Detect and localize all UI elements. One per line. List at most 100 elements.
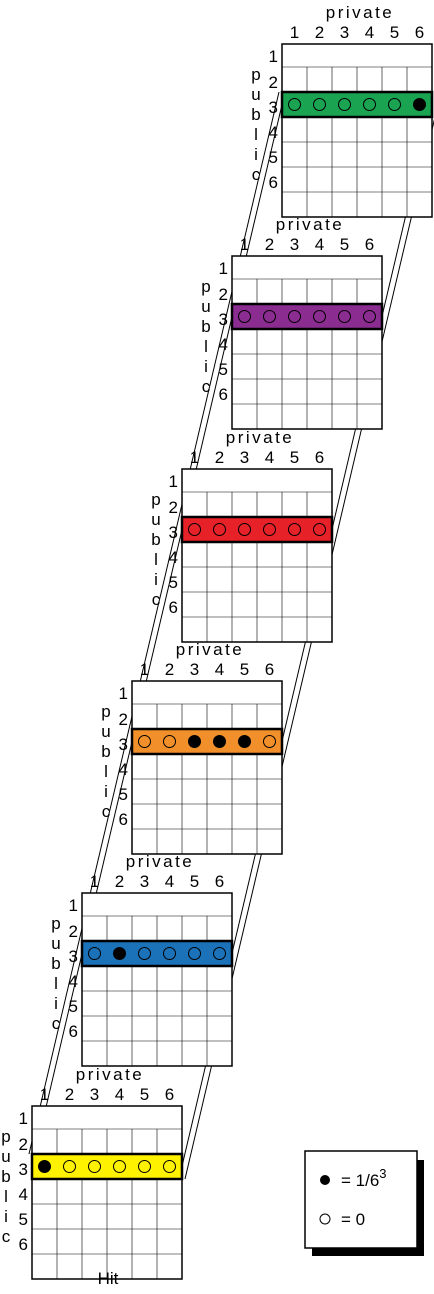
column-label: 1 bbox=[190, 448, 199, 467]
row-label: 2 bbox=[269, 73, 278, 92]
empty-dot bbox=[263, 523, 276, 536]
row-label: 1 bbox=[69, 896, 78, 915]
column-label: 5 bbox=[240, 660, 249, 679]
row-title-letter: c bbox=[252, 165, 261, 184]
column-title: private bbox=[226, 428, 295, 447]
filled-dot bbox=[38, 1160, 51, 1173]
empty-dot bbox=[138, 947, 151, 960]
column-label: 5 bbox=[340, 235, 349, 254]
column-label: 3 bbox=[140, 872, 149, 891]
column-label: 4 bbox=[165, 872, 174, 891]
row-label: 5 bbox=[269, 148, 278, 167]
row-label: 3 bbox=[219, 310, 228, 329]
highlight-row-band bbox=[30, 1152, 184, 1181]
column-label: 6 bbox=[165, 1085, 174, 1104]
column-label: 4 bbox=[265, 448, 274, 467]
row-title-letter: u bbox=[1, 1147, 10, 1166]
row-label: 5 bbox=[169, 573, 178, 592]
column-label: 4 bbox=[315, 235, 324, 254]
empty-dot bbox=[338, 310, 351, 323]
empty-dot bbox=[238, 523, 251, 536]
row-label: 5 bbox=[119, 785, 128, 804]
column-label: 3 bbox=[90, 1085, 99, 1104]
empty-dot bbox=[313, 523, 326, 536]
legend-empty-label: = 0 bbox=[341, 1210, 365, 1229]
row-label: 1 bbox=[119, 684, 128, 703]
row-label: 4 bbox=[69, 972, 78, 991]
column-label: 5 bbox=[290, 448, 299, 467]
empty-dot bbox=[138, 1160, 151, 1173]
row-label: 4 bbox=[219, 335, 228, 354]
row-title-letter: i bbox=[4, 1207, 8, 1226]
row-title-letter: p bbox=[101, 702, 110, 721]
column-label: 2 bbox=[115, 872, 124, 891]
row-label: 6 bbox=[19, 1235, 28, 1254]
row-title-letter: i bbox=[204, 357, 208, 376]
empty-dot bbox=[138, 735, 151, 748]
row-label: 5 bbox=[219, 360, 228, 379]
row-title-letter: b bbox=[1, 1167, 10, 1186]
column-label: 4 bbox=[365, 23, 374, 42]
column-label: 1 bbox=[140, 660, 149, 679]
empty-dot bbox=[313, 98, 326, 111]
row-label: 1 bbox=[269, 47, 278, 66]
row-label: 2 bbox=[119, 710, 128, 729]
row-label: 2 bbox=[19, 1135, 28, 1154]
highlight-row-band bbox=[230, 302, 384, 331]
row-label: 6 bbox=[169, 598, 178, 617]
filled-dot bbox=[238, 735, 251, 748]
row-title-letter: c bbox=[2, 1227, 11, 1246]
row-label: 3 bbox=[169, 523, 178, 542]
empty-dot bbox=[363, 98, 376, 111]
empty-dot bbox=[363, 310, 376, 323]
row-label: 2 bbox=[69, 922, 78, 941]
empty-dot bbox=[263, 735, 276, 748]
row-label: 2 bbox=[169, 498, 178, 517]
row-title-letter: b bbox=[51, 954, 60, 973]
row-label: 3 bbox=[269, 98, 278, 117]
column-title: private bbox=[126, 852, 195, 871]
row-title-letter: c bbox=[152, 590, 161, 609]
row-label: 1 bbox=[169, 472, 178, 491]
column-label: 2 bbox=[265, 235, 274, 254]
column-label: 3 bbox=[340, 23, 349, 42]
empty-dot bbox=[263, 310, 276, 323]
row-label: 3 bbox=[19, 1160, 28, 1179]
empty-dot bbox=[88, 947, 101, 960]
legend-filled-dot bbox=[320, 1175, 330, 1185]
empty-dot bbox=[388, 98, 401, 111]
empty-dot bbox=[188, 523, 201, 536]
column-label: 5 bbox=[390, 23, 399, 42]
caption-hit: Hit bbox=[98, 1269, 119, 1288]
column-label: 2 bbox=[165, 660, 174, 679]
filled-dot bbox=[213, 735, 226, 748]
row-title-letter: u bbox=[51, 934, 60, 953]
column-label: 4 bbox=[215, 660, 224, 679]
row-label: 2 bbox=[219, 285, 228, 304]
row-label: 4 bbox=[269, 123, 278, 142]
row-label: 3 bbox=[69, 947, 78, 966]
row-title-letter: p bbox=[51, 914, 60, 933]
empty-dot bbox=[213, 947, 226, 960]
column-label: 5 bbox=[140, 1085, 149, 1104]
row-title-letter: p bbox=[1, 1127, 10, 1146]
legend-box bbox=[304, 1150, 418, 1249]
row-title-letter: u bbox=[251, 85, 260, 104]
column-title: private bbox=[76, 1065, 145, 1084]
column-label: 3 bbox=[190, 660, 199, 679]
row-title-letter: p bbox=[151, 490, 160, 509]
column-label: 2 bbox=[215, 448, 224, 467]
column-label: 1 bbox=[90, 872, 99, 891]
column-title: private bbox=[176, 640, 245, 659]
empty-dot bbox=[163, 1160, 176, 1173]
row-label: 1 bbox=[19, 1109, 28, 1128]
filled-dot bbox=[188, 735, 201, 748]
row-title-letter: p bbox=[251, 65, 260, 84]
row-title-letter: c bbox=[202, 377, 211, 396]
